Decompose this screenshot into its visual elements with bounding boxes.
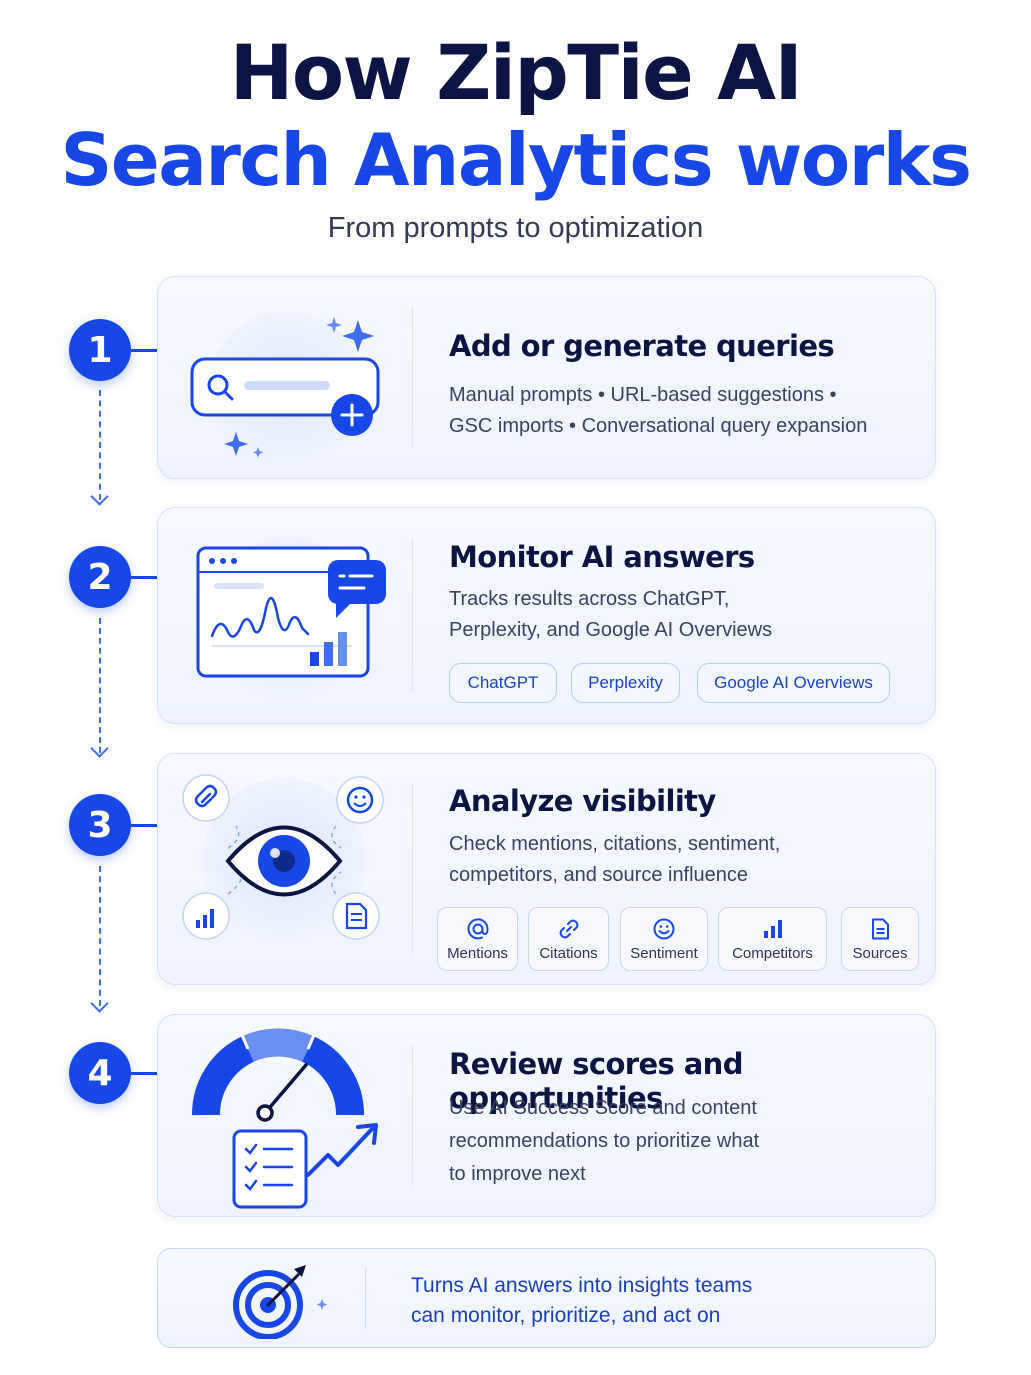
card-divider	[412, 307, 413, 448]
step-card-2: Monitor AI answers Tracks results across…	[157, 507, 936, 724]
target-arrow-icon	[233, 1265, 328, 1339]
step-badge-1: 1	[69, 319, 131, 381]
step-description: Check mentions, citations, sentiment, co…	[449, 829, 780, 891]
tag-chatgpt[interactable]: ChatGPT	[449, 663, 557, 703]
dashboard-chart-icon	[176, 518, 406, 718]
metric-label: Mentions	[447, 944, 508, 962]
step-badge-3: 3	[69, 794, 131, 856]
badge-connector	[131, 576, 157, 579]
description-line: competitors, and source influence	[449, 864, 749, 886]
summary-card: Turns AI answers into insights teams can…	[157, 1248, 936, 1348]
title-line-1: How ZipTie AI	[229, 28, 803, 117]
description-line: Tracks results across ChatGPT,	[449, 588, 730, 610]
footer-divider	[365, 1267, 366, 1329]
description-line: recommendations to prioritize what	[449, 1130, 760, 1152]
search-bar-plus-icon	[176, 287, 406, 477]
step-title: Analyze visibility	[449, 784, 716, 818]
badge-connector	[131, 824, 157, 827]
metric-competitors[interactable]: Competitors	[718, 907, 827, 971]
metric-label: Sentiment	[630, 944, 698, 962]
link-icon	[559, 919, 578, 938]
step-card-4: Review scores and opportunities Use AI S…	[157, 1014, 936, 1217]
step-description: Use AI Success Score and content recomme…	[449, 1092, 759, 1191]
arrow-down-icon	[90, 487, 109, 506]
step-description: Tracks results across ChatGPT, Perplexit…	[449, 584, 772, 646]
arrow-down-icon	[90, 994, 109, 1013]
metric-label: Competitors	[732, 944, 813, 962]
metric-sources[interactable]: Sources	[841, 907, 919, 971]
arrow-down-icon	[90, 739, 109, 758]
summary-line: Turns AI answers into insights teams	[411, 1274, 753, 1297]
document-icon	[872, 918, 889, 939]
card-divider	[412, 538, 413, 693]
card-divider	[412, 1045, 413, 1186]
step-title: Monitor AI answers	[449, 540, 755, 574]
timeline-connector-1	[99, 390, 101, 500]
eye-icon	[176, 764, 406, 979]
summary-line: can monitor, prioritize, and act on	[411, 1304, 721, 1327]
title-line-2: Search Analytics works	[60, 118, 972, 202]
step-badge-4: 4	[69, 1042, 131, 1104]
tag-google-ai-overviews[interactable]: Google AI Overviews	[697, 663, 890, 703]
metric-sentiment[interactable]: Sentiment	[620, 907, 708, 971]
metric-label: Sources	[852, 944, 908, 962]
description-line: Manual prompts • URL-based suggestions •	[449, 384, 837, 406]
timeline-connector-3	[99, 866, 101, 1006]
timeline-connector-2	[99, 618, 101, 753]
summary-text: Turns AI answers into insights teams can…	[411, 1271, 752, 1331]
gauge-checklist-icon	[176, 1025, 406, 1220]
card-divider	[412, 784, 413, 954]
step-title: Review scores and opportunities	[449, 1047, 743, 1115]
at-sign-icon	[467, 917, 489, 939]
badge-connector	[131, 1072, 157, 1075]
tag-perplexity[interactable]: Perplexity	[571, 663, 680, 703]
step-card-1: Add or generate queries Manual prompts •…	[157, 276, 936, 479]
description-line: Check mentions, citations, sentiment,	[449, 833, 781, 855]
description-line: to improve next	[449, 1163, 586, 1185]
step-description: Manual prompts • URL-based suggestions •…	[449, 380, 867, 442]
bar-chart-icon	[763, 919, 782, 938]
description-line: Perplexity, and Google AI Overviews	[449, 619, 773, 641]
step-title: Add or generate queries	[449, 329, 835, 363]
badge-connector	[131, 349, 157, 352]
description-line: GSC imports • Conversational query expan…	[449, 415, 868, 437]
description-line: Use AI Success Score and content	[449, 1097, 757, 1119]
metric-citations[interactable]: Citations	[528, 907, 609, 971]
subtitle: From prompts to optimization	[327, 212, 704, 244]
smiley-icon	[653, 918, 675, 939]
metric-label: Citations	[539, 944, 598, 962]
metric-mentions[interactable]: Mentions	[437, 907, 518, 971]
step-badge-2: 2	[69, 546, 131, 608]
step-card-3: Analyze visibility Check mentions, citat…	[157, 753, 936, 985]
